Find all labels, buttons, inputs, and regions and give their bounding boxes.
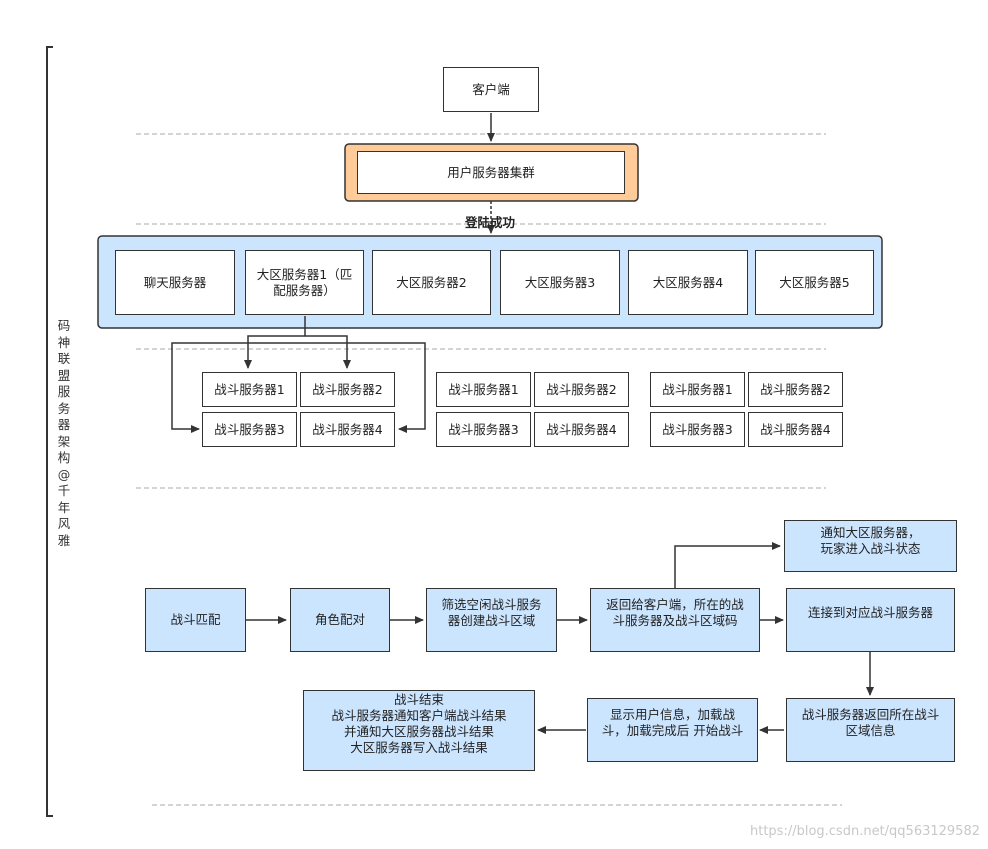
- battle-server: 战斗服务器3: [650, 412, 745, 447]
- login-success-label: 登陆成功: [465, 215, 516, 230]
- region-server-1: 大区服务器1（匹配服务器）: [245, 250, 364, 315]
- battle-server: 战斗服务器1: [202, 372, 297, 407]
- flow-role-pair: 角色配对: [290, 588, 390, 652]
- flow-battle-end: 战斗结束 战斗服务器通知客户端战斗结果 并通知大区服务器战斗结果 大区服务器写入…: [303, 690, 535, 771]
- battle-server: 战斗服务器3: [436, 412, 531, 447]
- side-title: 码神联盟服务器架构 @千年风雅: [57, 318, 75, 548]
- region-server-4: 大区服务器4: [628, 250, 748, 315]
- region-server-3: 大区服务器3: [500, 250, 620, 315]
- left-bracket: [46, 46, 53, 817]
- watermark: https://blog.csdn.net/qq563129582: [749, 824, 980, 839]
- battle-server: 战斗服务器4: [748, 412, 843, 447]
- link-region1-bs2: [305, 335, 351, 369]
- client-node: 客户端: [443, 67, 539, 112]
- battle-server: 战斗服务器2: [300, 372, 395, 407]
- link-region1-trunk: [244, 316, 306, 369]
- link-region1-bs4: [305, 342, 426, 433]
- battle-server: 战斗服务器2: [534, 372, 629, 407]
- battle-server: 战斗服务器2: [748, 372, 843, 407]
- flow-region-info: 战斗服务器返回所在战斗区域信息: [786, 698, 955, 762]
- battle-server: 战斗服务器1: [436, 372, 531, 407]
- flow-show-user: 显示用户信息，加载战斗，加载完成后 开始战斗: [587, 698, 758, 762]
- battle-server: 战斗服务器3: [202, 412, 297, 447]
- region-server-2: 大区服务器2: [372, 250, 491, 315]
- chat-server: 聊天服务器: [115, 250, 235, 315]
- battle-server: 战斗服务器4: [534, 412, 629, 447]
- link-region1-bs3: [171, 342, 305, 433]
- flow-match: 战斗匹配: [145, 588, 246, 652]
- flow-connect-battle-server: 连接到对应战斗服务器: [786, 588, 955, 652]
- flow-notify-region: 通知大区服务器， 玩家进入战斗状态: [784, 520, 957, 572]
- battle-server: 战斗服务器1: [650, 372, 745, 407]
- battle-server: 战斗服务器4: [300, 412, 395, 447]
- arrow-return-to-notify: [674, 542, 781, 588]
- region-server-5: 大区服务器5: [755, 250, 874, 315]
- flow-filter-battle-server: 筛选空闲战斗服务器创建战斗区域: [426, 588, 557, 652]
- user-cluster-node: 用户服务器集群: [357, 151, 625, 194]
- flow-return-client: 返回给客户端，所在的战斗服务器及战斗区域码: [590, 588, 760, 652]
